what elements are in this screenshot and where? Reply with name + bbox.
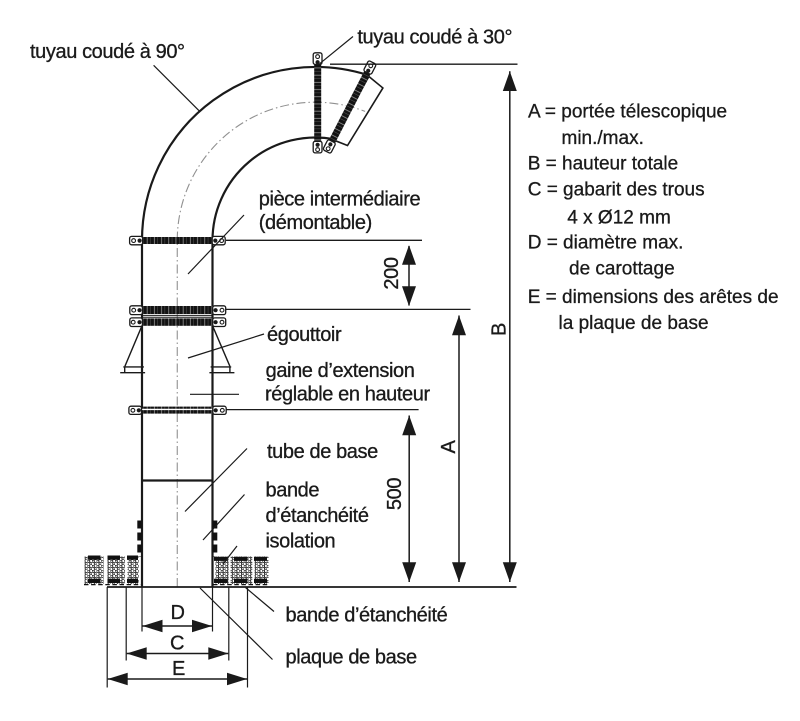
svg-text:gaine d’extension: gaine d’extension: [266, 360, 415, 382]
svg-text:la plaque de base: la plaque de base: [559, 313, 709, 334]
svg-text:500: 500: [384, 478, 406, 510]
svg-text:(démontable): (démontable): [259, 212, 372, 234]
svg-text:tuyau coudé à 30°: tuyau coudé à 30°: [357, 27, 512, 49]
svg-text:tube de base: tube de base: [267, 441, 378, 463]
svg-text:A: A: [438, 439, 460, 453]
svg-text:C = gabarit des trous: C = gabarit des trous: [528, 180, 705, 201]
svg-text:plaque de base: plaque de base: [286, 647, 417, 669]
svg-text:A = portée télescopique: A = portée télescopique: [528, 101, 727, 122]
svg-text:bande d’étanchéité: bande d’étanchéité: [286, 605, 448, 627]
svg-text:réglable en hauteur: réglable en hauteur: [265, 383, 430, 405]
svg-text:isolation: isolation: [266, 531, 336, 553]
svg-text:4 x Ø12 mm: 4 x Ø12 mm: [567, 208, 670, 229]
svg-text:tuyau coudé à 90°: tuyau coudé à 90°: [30, 41, 185, 63]
svg-text:E: E: [172, 658, 185, 680]
svg-text:de carottage: de carottage: [569, 258, 675, 279]
svg-text:D: D: [170, 602, 184, 624]
svg-text:E = dimensions des arêtes de: E = dimensions des arêtes de: [528, 287, 779, 308]
svg-text:200: 200: [381, 257, 403, 289]
svg-text:min./max.: min./max.: [562, 128, 644, 149]
svg-text:D = diamètre max.: D = diamètre max.: [528, 233, 684, 254]
svg-text:d’étanchéité: d’étanchéité: [266, 505, 369, 527]
svg-text:égouttoir: égouttoir: [267, 324, 342, 346]
svg-text:bande: bande: [266, 480, 320, 502]
svg-text:B: B: [489, 323, 511, 336]
svg-text:C: C: [170, 633, 184, 655]
svg-text:pièce intermédiaire: pièce intermédiaire: [259, 188, 421, 210]
svg-text:B = hauteur totale: B = hauteur totale: [528, 153, 679, 174]
